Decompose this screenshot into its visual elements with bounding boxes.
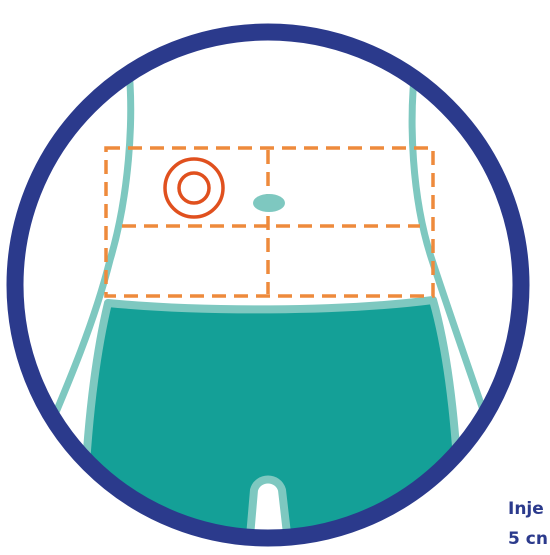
caption-line-1: Inje [508,499,544,519]
caption-line-2: 5 cn [508,529,548,549]
navel-icon [253,194,285,212]
